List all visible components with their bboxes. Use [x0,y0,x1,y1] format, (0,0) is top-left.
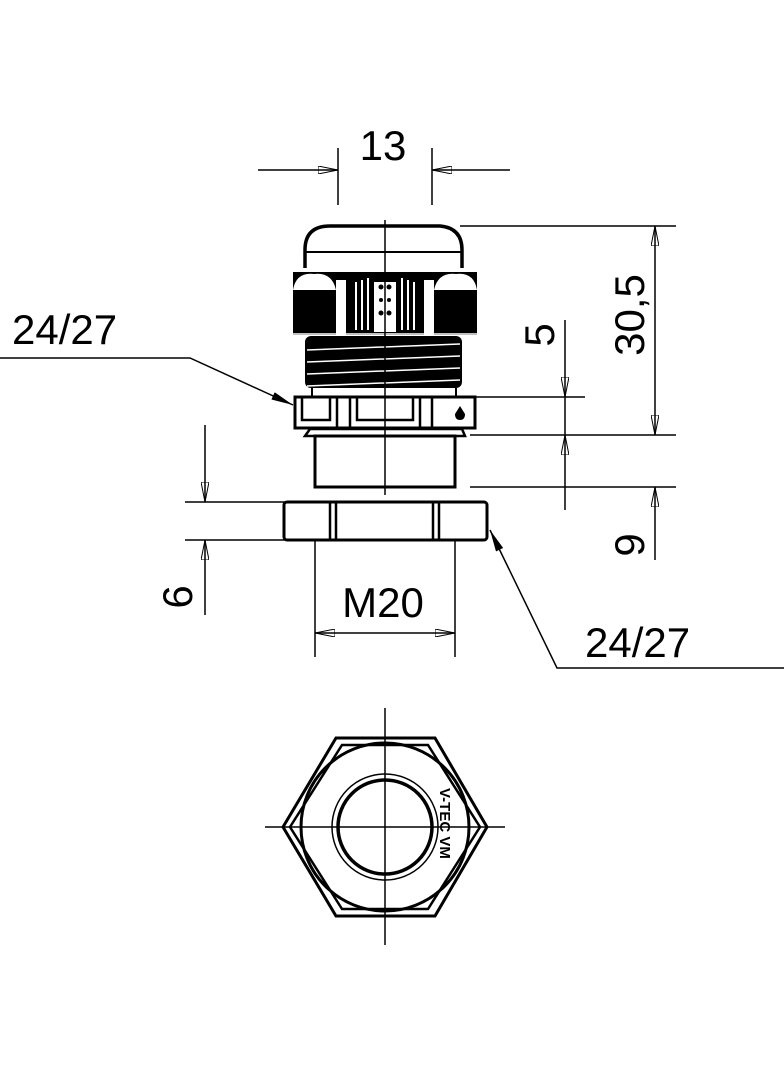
dimension-lines [0,148,784,669]
dim-5: 5 [516,323,563,346]
dome-cap [303,224,464,268]
drop-icon [455,406,465,420]
thread-lines [306,343,461,387]
logo-text: V-TEC VM [436,788,453,859]
leader-wrench-body [0,357,294,406]
side-view [282,220,489,542]
locknut [282,500,489,542]
dim-6: 6 [154,585,201,608]
leader-wrench-locknut [489,529,784,669]
dimension-labels: 13 30,5 5 9 6 M20 24/27 24/27 [12,122,690,666]
dim-wrench-body: 24/27 [12,306,117,353]
dim-30-5: 30,5 [606,274,653,356]
dim-9: 9 [606,533,653,556]
dim-m20: M20 [342,579,424,626]
end-view: V-TEC VM [265,708,505,945]
dim-13: 13 [360,122,407,169]
dim-wrench-locknut: 24/27 [585,619,690,666]
